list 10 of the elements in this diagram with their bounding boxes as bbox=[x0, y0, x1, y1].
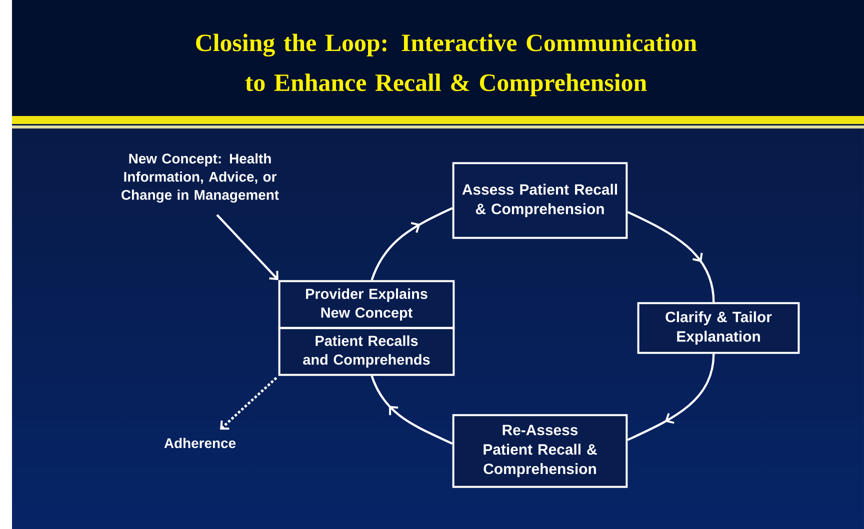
arrow bbox=[220, 376, 278, 430]
text-label: New Concept: Health Information, Advice, or Change in Management bbox=[122, 153, 279, 203]
process-box: Re-Assess Patient Recall & Comprehension bbox=[452, 414, 628, 488]
text-label: Adherence bbox=[164, 438, 236, 448]
title: Closing the Loop: Interactive Communication to Enhance Recall & Comprehension bbox=[196, 34, 697, 96]
process-box: Provider Explains New Concept bbox=[278, 280, 455, 329]
process-box: Patient Recalls and Comprehends bbox=[278, 327, 455, 376]
arrow bbox=[216, 214, 278, 280]
process-box: Clarify & Tailor Explanation bbox=[637, 302, 800, 354]
process-box: Assess Patient Recall & Comprehension bbox=[452, 162, 628, 239]
